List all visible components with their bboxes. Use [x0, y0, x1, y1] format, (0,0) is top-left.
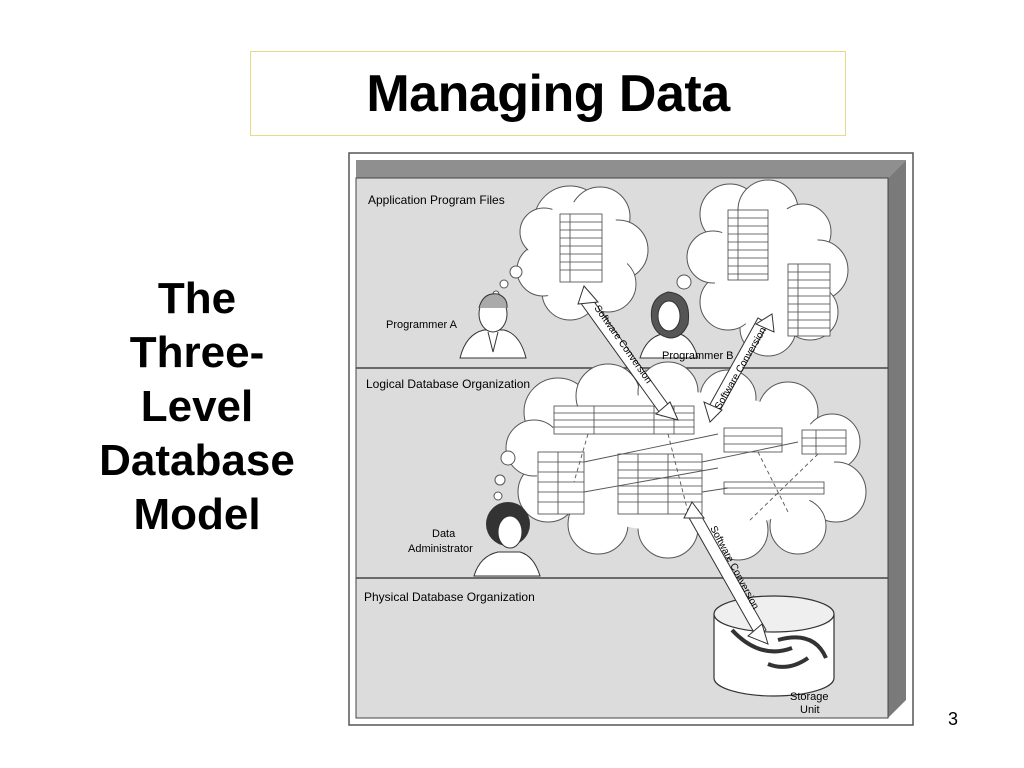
three-level-diagram: Application Program Files Logical Databa… — [348, 152, 914, 726]
file-stack — [787, 263, 831, 337]
slide-title: Managing Data — [366, 64, 730, 123]
subtitle-line: Level — [140, 382, 254, 431]
box-side-face — [888, 160, 906, 718]
label-programmer-b: Programmer B — [662, 350, 734, 362]
data-administrator-figure — [473, 502, 541, 577]
label-storage-line1: Storage — [790, 691, 829, 703]
level-label-logical: Logical Database Organization — [366, 377, 530, 391]
thought-bubble — [509, 265, 523, 279]
thought-bubble — [676, 274, 692, 290]
thought-bubble — [494, 474, 506, 486]
thought-bubble — [499, 279, 509, 289]
subtitle-line: Model — [133, 490, 261, 539]
logical-table — [617, 453, 703, 515]
storage-unit-cylinder — [713, 595, 835, 697]
label-data-administrator-line2: Administrator — [408, 543, 473, 555]
file-stack — [727, 209, 769, 281]
slide-title-box: Managing Data — [250, 51, 846, 136]
subtitle-line: Database — [99, 436, 295, 485]
thought-bubble — [500, 450, 516, 466]
logical-table — [723, 427, 783, 453]
level-label-physical: Physical Database Organization — [364, 590, 535, 604]
page-number: 3 — [948, 709, 959, 729]
logical-table — [537, 451, 585, 515]
slide-subtitle: The Three- Level Database Model — [72, 272, 322, 542]
label-data-administrator-line1: Data — [432, 528, 456, 540]
programmer-b-figure — [639, 291, 699, 359]
box-top-face — [356, 160, 906, 178]
label-storage-line2: Unit — [800, 704, 820, 716]
thought-bubble — [493, 491, 503, 501]
logical-table — [801, 429, 847, 455]
label-programmer-a: Programmer A — [386, 319, 458, 331]
file-stack — [559, 213, 603, 283]
relationship-lines — [573, 433, 819, 523]
subtitle-line: Three- — [129, 328, 265, 377]
subtitle-line: The — [157, 274, 237, 323]
level-label-application: Application Program Files — [368, 193, 505, 207]
programmer-a-figure — [459, 293, 527, 359]
logical-table — [723, 481, 825, 495]
